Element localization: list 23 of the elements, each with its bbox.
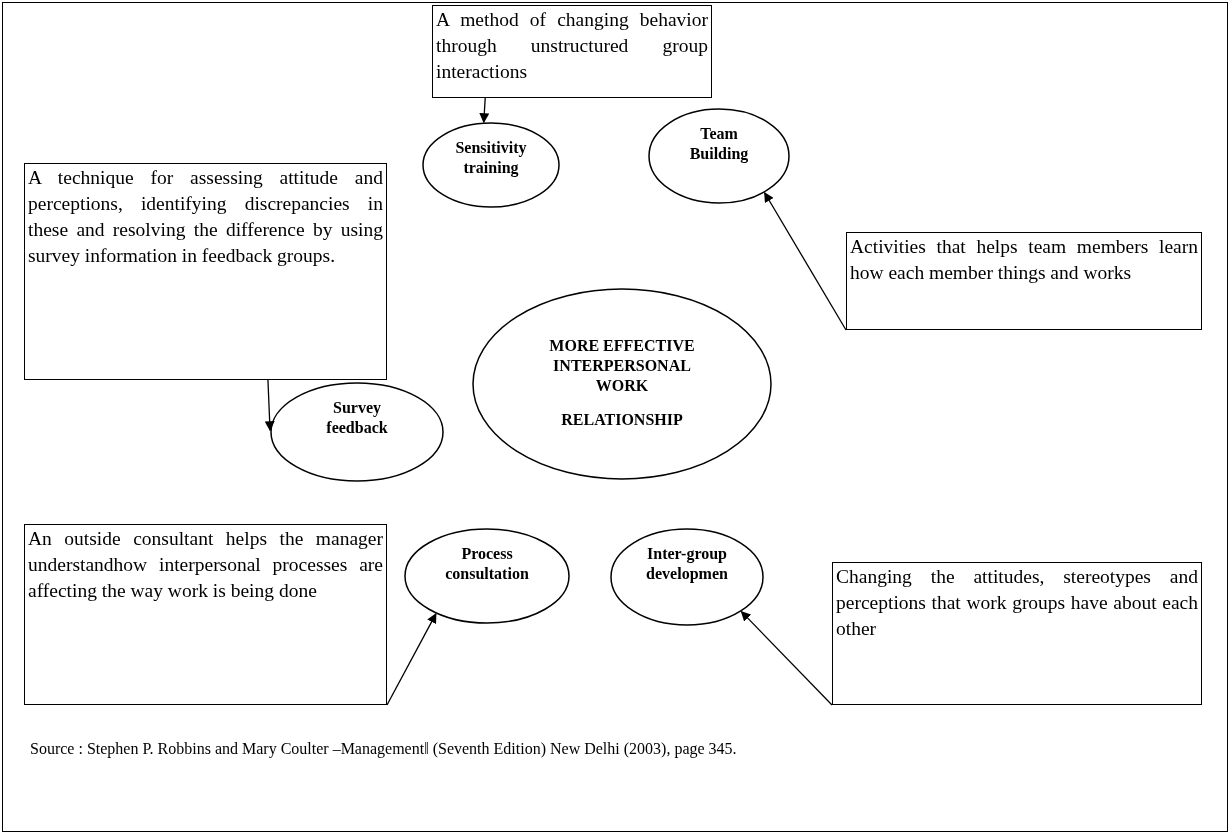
node-label: Survey feedback (325, 398, 389, 438)
arrow (264, 379, 275, 432)
node-label: RELATIONSHIP (561, 410, 683, 430)
description-text: A technique for assessing attitude and perceptions, identifying discrepancies in these and resolving the difference by using survey information in feedback groups. (28, 166, 383, 268)
description-text: Activities that helps team members learn how each member things and works (850, 235, 1198, 285)
text-box (846, 232, 1202, 330)
description-text: An outside consultant helps the manager understandhow interpersonal processes are affecting the way work is being done (28, 527, 383, 603)
description-text: Changing the attitudes, stereotypes and perceptions that work groups have about each other (836, 565, 1198, 641)
text-box (24, 163, 387, 380)
text-box (832, 562, 1202, 705)
arrow (479, 97, 490, 124)
text-box (432, 5, 712, 98)
node-label: Process consultation (444, 544, 530, 584)
arrow (740, 610, 833, 706)
arrow (386, 612, 437, 706)
node-label: Inter-group developmen (646, 544, 728, 584)
description-text: A method of changing behavior through unstructured group interactions (436, 8, 708, 84)
source-caption: Source : Stephen P. Robbins and Mary Coulter –Management‖ (Seventh Edition) New Delhi (2003), page 345. (30, 739, 738, 760)
arrow (764, 191, 847, 331)
text-box (24, 524, 387, 705)
node-label: Sensitivity training (455, 138, 527, 178)
node-label: MORE EFFECTIVE INTERPERSONAL WORK (548, 336, 696, 396)
node-label: Team Building (688, 124, 750, 164)
